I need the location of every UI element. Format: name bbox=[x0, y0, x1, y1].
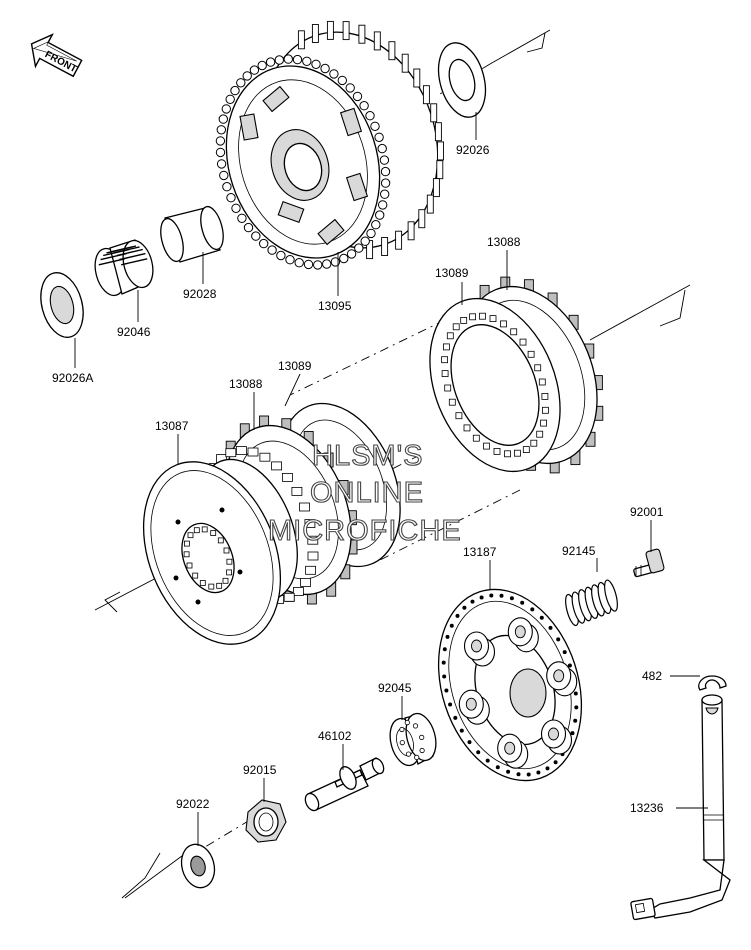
part-label-13088b: 13088 bbox=[229, 377, 263, 391]
part-label-92015: 92015 bbox=[243, 763, 277, 777]
part-label-13087: 13087 bbox=[155, 419, 189, 433]
front-arrow-icon: FRONT bbox=[30, 33, 83, 78]
part-label-482: 482 bbox=[642, 669, 662, 683]
part-label-92026: 92026 bbox=[456, 143, 490, 157]
part-label-13089a: 13089 bbox=[435, 266, 469, 280]
circlip-482 bbox=[698, 675, 727, 691]
part-label-13089b: 13089 bbox=[278, 359, 312, 373]
watermark-line-3: MICROFICHE bbox=[268, 515, 462, 547]
steel-plate-13089-right bbox=[429, 297, 561, 473]
release-shaft-13236 bbox=[630, 694, 731, 921]
washer-92022 bbox=[180, 843, 216, 889]
leader-lines bbox=[74, 112, 708, 846]
clutch-housing-13095 bbox=[215, 20, 444, 270]
watermark-line-1: HLSM'S bbox=[312, 440, 423, 472]
watermark-line-2: ONLINE bbox=[310, 477, 424, 509]
part-label-13088a: 13088 bbox=[487, 235, 521, 249]
part-labels: 92026 13095 92028 92046 92026A 13088 130… bbox=[52, 143, 664, 815]
part-label-92046: 92046 bbox=[117, 325, 151, 339]
part-label-13095: 13095 bbox=[318, 299, 352, 313]
part-label-46102: 46102 bbox=[318, 729, 352, 743]
ball-bearing-92045 bbox=[389, 712, 437, 767]
washer-92026 bbox=[437, 42, 487, 118]
watermark: HLSM'S ONLINE MICROFICHE bbox=[267, 439, 462, 547]
spring-92145 bbox=[565, 579, 618, 627]
part-label-92001: 92001 bbox=[630, 505, 664, 519]
part-label-13236: 13236 bbox=[630, 801, 664, 815]
part-label-92026A: 92026A bbox=[52, 371, 93, 385]
push-rod-46102 bbox=[304, 757, 385, 812]
part-label-92022: 92022 bbox=[176, 797, 210, 811]
part-label-92045: 92045 bbox=[378, 681, 412, 695]
part-label-92028: 92028 bbox=[183, 287, 217, 301]
nut-92015 bbox=[245, 799, 287, 843]
needle-bearing-92046 bbox=[94, 239, 154, 297]
pressure-plate-13187 bbox=[437, 588, 583, 782]
bolt-92001 bbox=[633, 548, 665, 578]
clutch-hub-13087 bbox=[142, 446, 319, 645]
sleeve-92028 bbox=[160, 205, 224, 263]
part-label-92145: 92145 bbox=[562, 544, 596, 558]
part-label-13187: 13187 bbox=[463, 545, 497, 559]
washer-92026A bbox=[40, 272, 84, 338]
